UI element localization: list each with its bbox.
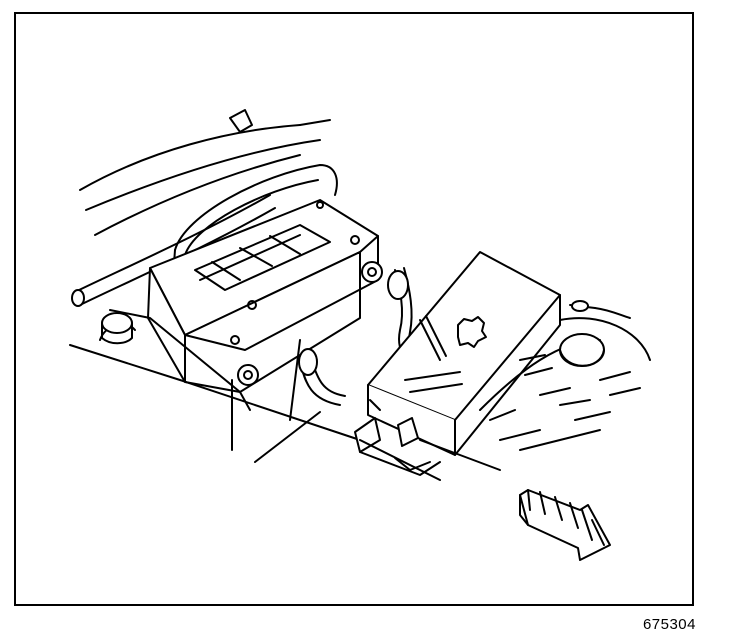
figure-number: 675304 [642, 616, 696, 633]
battery-terminals [237, 261, 443, 406]
hood-clip [229, 109, 253, 133]
hood-edge-lines [79, 119, 331, 236]
lower-body-lines [359, 439, 501, 481]
callout-leaders [231, 379, 321, 463]
battery [147, 199, 379, 393]
battery-tray [69, 309, 361, 441]
forward-arrow-icon [519, 489, 611, 561]
strut-tower [479, 300, 651, 451]
mounting-bracket [289, 339, 441, 476]
